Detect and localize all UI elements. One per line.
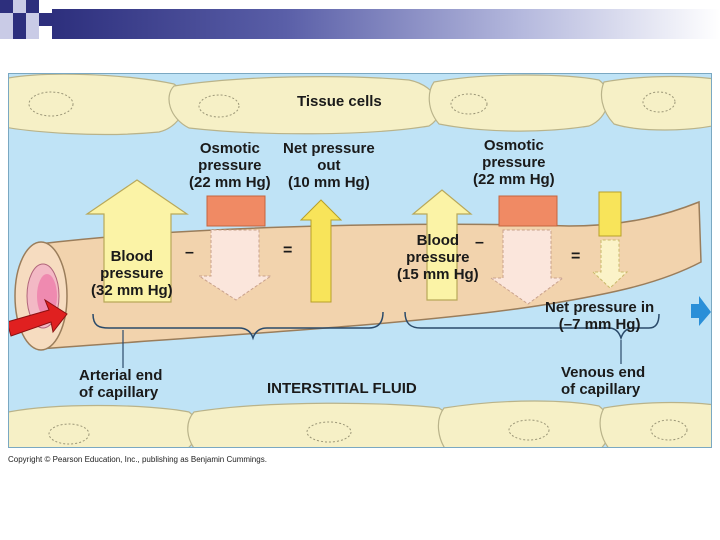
blood-pressure-left-label: Blood pressure (32 mm Hg) bbox=[91, 248, 173, 299]
tissue-cells-label: Tissue cells bbox=[297, 93, 382, 110]
minus-sign-left: – bbox=[185, 244, 194, 261]
osmotic-pressure-left-label: Osmotic pressure (22 mm Hg) bbox=[189, 140, 271, 191]
minus-sign-right: – bbox=[475, 234, 484, 251]
tissue-cell bbox=[188, 403, 453, 447]
tissue-cell bbox=[601, 77, 711, 131]
slide-decoration bbox=[0, 0, 60, 48]
tissue-cell bbox=[429, 75, 608, 131]
interstitial-fluid-label: INTERSTITIAL FLUID bbox=[267, 380, 417, 397]
tissue-cells-bottom bbox=[9, 401, 711, 447]
tissue-cell bbox=[9, 406, 198, 448]
osmotic-bar-left bbox=[207, 196, 265, 226]
slide-header-band bbox=[52, 9, 720, 39]
arterial-end-label: Arterial end of capillary bbox=[79, 367, 162, 401]
osmotic-pressure-right-label: Osmotic pressure (22 mm Hg) bbox=[473, 137, 555, 188]
tissue-cell bbox=[9, 74, 185, 134]
osmotic-bar-right bbox=[499, 196, 557, 226]
equals-sign-left: = bbox=[283, 242, 292, 259]
net-pressure-in-bar bbox=[599, 192, 621, 236]
net-pressure-out-label: Net pressure out (10 mm Hg) bbox=[283, 140, 375, 191]
venous-end-label: Venous end of capillary bbox=[561, 364, 645, 398]
tissue-cell bbox=[600, 403, 711, 448]
venous-outflow-arrow bbox=[691, 296, 711, 326]
copyright-notice: Copyright © Pearson Education, Inc., pub… bbox=[8, 455, 267, 464]
net-pressure-in-label: Net pressure in (–7 mm Hg) bbox=[545, 299, 654, 333]
capillary-diagram: Tissue cells Osmotic pressure (22 mm Hg)… bbox=[8, 73, 712, 448]
equals-sign-right: = bbox=[571, 248, 580, 265]
blood-pressure-right-label: Blood pressure (15 mm Hg) bbox=[397, 232, 479, 283]
